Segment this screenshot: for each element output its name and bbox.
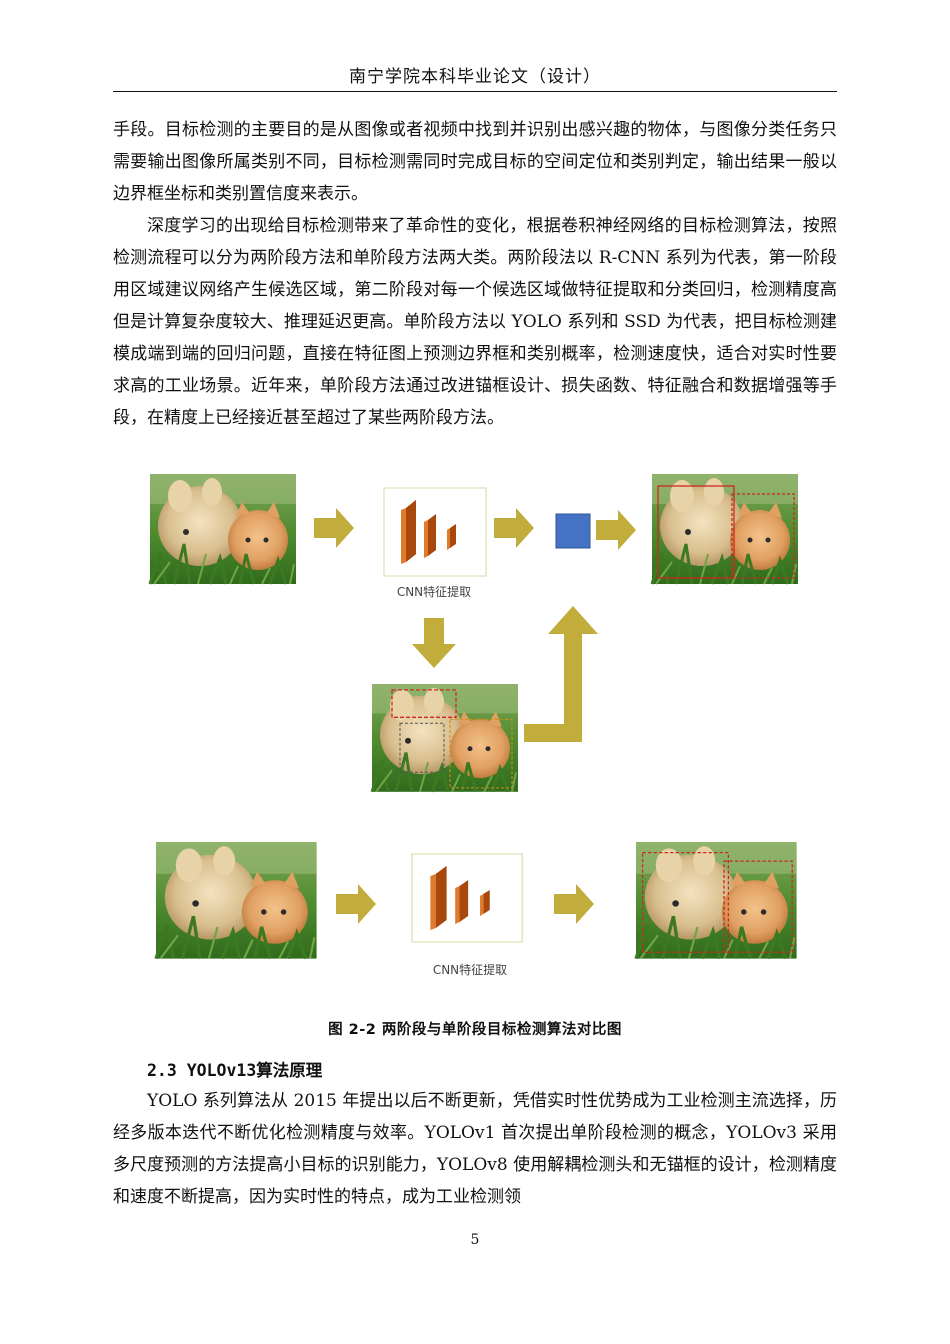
figure-caption: 图 2-2 两阶段与单阶段目标检测算法对比图 — [328, 1022, 622, 1038]
cnn-block-two-stage — [383, 487, 487, 577]
region-proposal-image — [370, 682, 520, 794]
cnn-label-top: CNN特征提取 — [397, 584, 471, 599]
proposal-box-2 — [399, 722, 445, 773]
detection-comparison-figure: CNN特征提取 CNN特征提取 — [148, 472, 800, 977]
arrow-proposals-to-classifier — [524, 606, 598, 742]
arrow-input-to-cnn-single — [336, 884, 376, 924]
output-image-single-stage — [634, 840, 799, 961]
section-heading: 2.3 YOLOv13算法原理 — [147, 1057, 322, 1081]
output-image-two-stage — [650, 472, 800, 586]
input-image-two-stage — [148, 472, 298, 586]
arrow-input-to-cnn — [314, 508, 354, 548]
classifier-box — [555, 513, 591, 549]
page-number: 5 — [470, 1232, 480, 1248]
bbox-bunny — [657, 485, 735, 579]
page-header: 南宁学院本科毕业论文（设计） — [349, 67, 601, 87]
arrow-cnn-to-output-single — [554, 884, 594, 924]
input-image-single-stage — [154, 840, 319, 961]
paragraph-2: 深度学习的出现给目标检测带来了革命性的变化，根据卷积神经网络的目标检测算法，按照… — [113, 216, 837, 428]
bbox-kitten — [731, 493, 795, 579]
arrow-cnn-to-classifier — [494, 508, 534, 548]
section-number: 2.3 YOLOv13 — [147, 1061, 257, 1080]
proposal-box-3 — [449, 718, 513, 789]
paragraph-1: 手段。目标检测的主要目的是从图像或者视频中找到并识别出感兴趣的物体，与图像分类任… — [113, 120, 837, 204]
header-rule — [113, 91, 837, 92]
cnn-block-single-stage — [411, 853, 523, 943]
body-text-bottom: YOLO 系列算法从 2015 年提出以后不断更新，凭借实时性优势成为工业检测主… — [113, 1085, 837, 1213]
paragraph-3: YOLO 系列算法从 2015 年提出以后不断更新，凭借实时性优势成为工业检测主… — [113, 1091, 837, 1207]
arrow-cnn-to-proposals — [412, 618, 456, 668]
arrow-classifier-to-output — [596, 510, 636, 550]
body-text-top: 手段。目标检测的主要目的是从图像或者视频中找到并识别出感兴趣的物体，与图像分类任… — [113, 114, 837, 434]
cnn-label-bottom: CNN特征提取 — [433, 962, 507, 977]
section-title: 算法原理 — [256, 1061, 323, 1080]
